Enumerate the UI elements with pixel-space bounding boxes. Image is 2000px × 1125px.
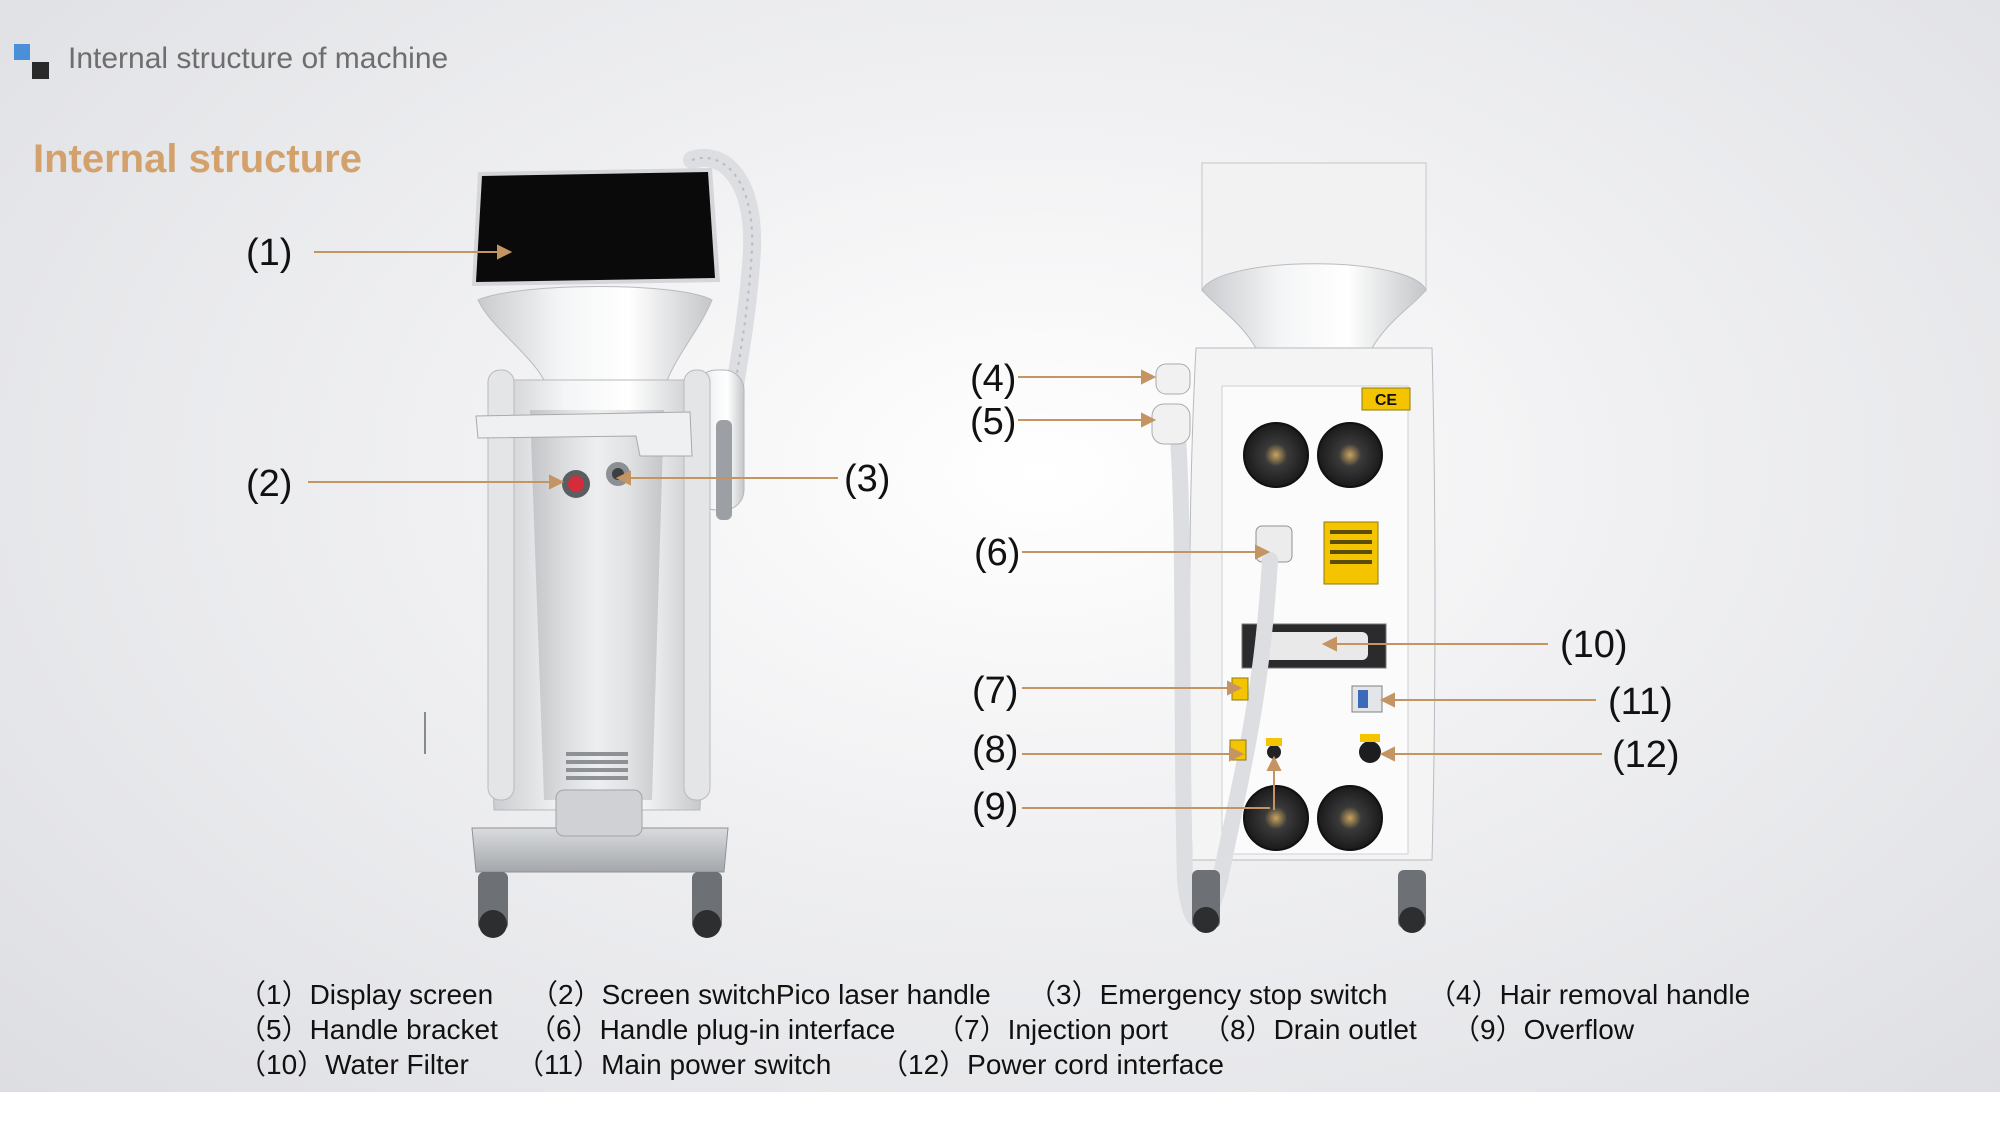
legend-row-3: （10）Water Filter （11）Main power switch （… (238, 1043, 1978, 1080)
logo-icon (14, 44, 54, 80)
logo-blue-square (14, 44, 30, 60)
front-machine (471, 148, 762, 938)
callout-1: (1) (246, 232, 293, 274)
front-handle-bar (475, 411, 693, 457)
callout-7: (7) (972, 670, 1019, 712)
front-base (471, 827, 729, 873)
callout-5: (5) (970, 401, 1017, 443)
callout-12: (12) (1612, 734, 1680, 776)
legend-item-11: （11）Main power switch (516, 1049, 832, 1080)
callout-4: (4) (970, 358, 1017, 400)
front-vent (566, 752, 628, 780)
legend-row-1: （1）Display screen （2）Screen switchPico l… (238, 973, 1978, 1010)
bottom-strip (0, 1092, 2000, 1125)
legend-item-4: （4）Hair removal handle (1428, 979, 1751, 1010)
callout-2: (2) (246, 463, 293, 505)
legend-item-10: （10）Water Filter (238, 1049, 469, 1080)
divider-tick (424, 712, 426, 754)
legend-item-3: （3）Emergency stop switch (1028, 979, 1388, 1010)
callout-6: (6) (974, 532, 1021, 574)
fan-bottom-left (1243, 785, 1309, 851)
legend-row-2: （5）Handle bracket （6）Handle plug-in inte… (238, 1008, 1978, 1045)
legend-item-12: （12）Power cord interface (880, 1049, 1224, 1080)
legend-item-5: （5）Handle bracket (238, 1014, 498, 1045)
logo-dark-square (32, 62, 49, 79)
fan-top-right (1317, 422, 1383, 488)
legend-item-6: （6）Handle plug-in interface (528, 1014, 896, 1045)
fan-top-left (1243, 422, 1309, 488)
legend: （1）Display screen （2）Screen switchPico l… (238, 973, 1978, 1080)
front-neck (477, 286, 713, 391)
legend-item-1: （1）Display screen (238, 979, 494, 1010)
callout-11: (11) (1608, 681, 1673, 723)
legend-item-7: （7）Injection port (936, 1014, 1168, 1045)
ce-label (1361, 387, 1411, 411)
section-title: Internal structure (33, 137, 362, 181)
legend-item-2: （2）Screen switchPico laser handle (530, 979, 991, 1010)
leader-lines (308, 244, 1602, 810)
callout-9: (9) (972, 786, 1019, 828)
legend-item-9: （9）Overflow (1452, 1014, 1635, 1045)
legend-item-8: （8）Drain outlet (1202, 1014, 1417, 1045)
header-title: Internal structure of machine (68, 42, 449, 75)
fan-bottom-right (1317, 785, 1383, 851)
back-machine: CE (1151, 162, 1436, 933)
ce-text: CE (1375, 392, 1398, 409)
display-screen (472, 168, 720, 286)
callout-8: (8) (972, 729, 1019, 771)
callout-3: (3) (844, 458, 891, 500)
power-cord-interface (1359, 741, 1381, 763)
callout-10: (10) (1560, 624, 1628, 666)
